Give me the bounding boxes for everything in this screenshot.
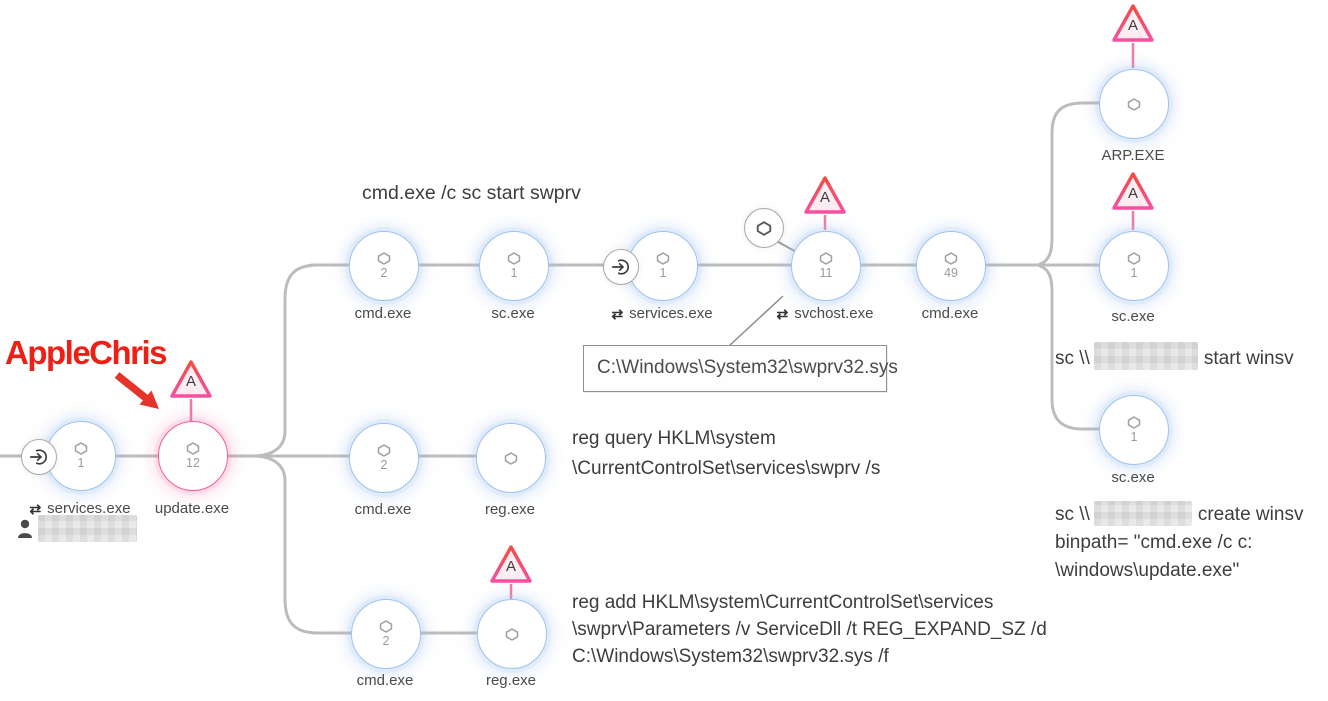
event-count: 12 (186, 456, 200, 470)
attacker-arrow (114, 372, 159, 409)
process-node-sc-right2[interactable]: 1 (1099, 395, 1169, 465)
node-label-reg-mid: reg.exe (484, 501, 536, 518)
redacted-hostname (1093, 342, 1198, 370)
process-icon (186, 442, 200, 455)
event-count: 1 (77, 456, 85, 470)
node-label-svchost: ⇄ svchost.exe (776, 305, 874, 322)
cmdline-reg-add: reg add HKLM\system\CurrentControlSet\se… (572, 592, 1047, 667)
sync-icon: ⇄ (611, 305, 624, 322)
process-node-services-top[interactable]: 1 (628, 231, 698, 301)
process-icon (504, 451, 518, 465)
alert-triangle-arp[interactable]: A (1111, 3, 1155, 44)
event-count: 1 (1130, 430, 1138, 444)
cmdline-reg-query: reg query HKLM\system \CurrentControlSet… (572, 428, 881, 479)
node-label-reg-bottom: reg.exe (485, 672, 537, 689)
process-node-svchost[interactable]: 11 (791, 231, 861, 301)
process-icon (819, 252, 833, 265)
redacted-username (38, 515, 137, 542)
node-label-services-root: ⇄ services.exe (29, 500, 131, 517)
cmdline-sc-create-winsv: sc \\create winsv binpath= "cmd.exe /c c… (1055, 501, 1303, 585)
process-node-cmd-49[interactable]: 49 (916, 231, 986, 301)
user-icon (18, 519, 32, 538)
alert-letter: A (819, 189, 830, 206)
event-count: 1 (659, 266, 667, 280)
process-node-cmd-top[interactable]: 2 (349, 231, 419, 301)
process-icon (379, 620, 393, 633)
alert-letter: A (1127, 185, 1138, 202)
alert-triangle-reg[interactable]: A (489, 544, 533, 585)
node-label-services-top: ⇄ services.exe (611, 305, 713, 322)
redacted-hostname (1093, 501, 1192, 526)
process-node-cmd-mid[interactable]: 2 (349, 423, 419, 493)
process-node-sc-right1[interactable]: 1 (1099, 231, 1169, 301)
event-count: 2 (380, 266, 388, 280)
node-label-arp: ARP.EXE (1101, 147, 1165, 164)
process-icon (505, 627, 519, 641)
event-count: 2 (382, 634, 390, 648)
process-node-arp[interactable] (1099, 69, 1169, 139)
event-count: 1 (1130, 266, 1138, 280)
cmdline-sc-start-swprv: cmd.exe /c sc start swprv (362, 182, 581, 204)
event-count: 49 (944, 266, 958, 280)
tooltip-callout-line (728, 295, 784, 347)
process-node-cmd-bottom[interactable]: 2 (351, 599, 421, 669)
process-node-update[interactable]: 12 (158, 421, 228, 491)
sync-icon: ⇄ (29, 500, 42, 517)
loaded-module-icon[interactable] (744, 208, 784, 248)
node-label-update: update.exe (154, 500, 230, 517)
node-label-sc-top: sc.exe (491, 305, 535, 322)
process-icon (377, 252, 391, 265)
node-label-cmd-49: cmd.exe (921, 305, 979, 322)
node-label-cmd-bottom: cmd.exe (356, 672, 414, 689)
logon-session-icon[interactable] (603, 249, 639, 285)
process-icon (507, 252, 521, 265)
process-node-reg-mid[interactable] (476, 423, 546, 493)
event-count: 1 (510, 266, 518, 280)
process-icon (944, 252, 958, 265)
node-label-sc-right2: sc.exe (1111, 469, 1155, 486)
alert-triangle-svchost[interactable]: A (803, 175, 847, 216)
process-node-sc-top[interactable]: 1 (479, 231, 549, 301)
module-path-tooltip: C:\Windows\System32\swprv32.sys (583, 345, 898, 392)
alert-letter: A (505, 558, 516, 575)
node-label-cmd-mid: cmd.exe (354, 501, 412, 518)
process-node-reg-bottom[interactable] (477, 599, 547, 669)
node-label-sc-right1: sc.exe (1111, 308, 1155, 325)
alert-letter: A (1127, 17, 1138, 34)
alert-triangle-update[interactable]: A (169, 359, 213, 400)
event-count: 11 (819, 266, 833, 280)
process-icon (377, 444, 391, 457)
logon-session-icon[interactable] (21, 439, 57, 475)
alert-triangle-sc[interactable]: A (1111, 171, 1155, 212)
attacker-label: AppleChris (5, 334, 168, 371)
alert-letter: A (185, 373, 196, 390)
user-row (17, 515, 137, 542)
process-icon (1127, 97, 1141, 111)
process-icon (74, 442, 88, 455)
process-icon (656, 252, 670, 265)
node-label-cmd-top: cmd.exe (354, 305, 412, 322)
event-count: 2 (380, 458, 388, 472)
cmdline-sc-start-winsv: sc \\start winsv (1055, 342, 1294, 370)
sync-icon: ⇄ (776, 305, 789, 322)
process-icon (1127, 416, 1141, 429)
process-icon (1127, 252, 1141, 265)
